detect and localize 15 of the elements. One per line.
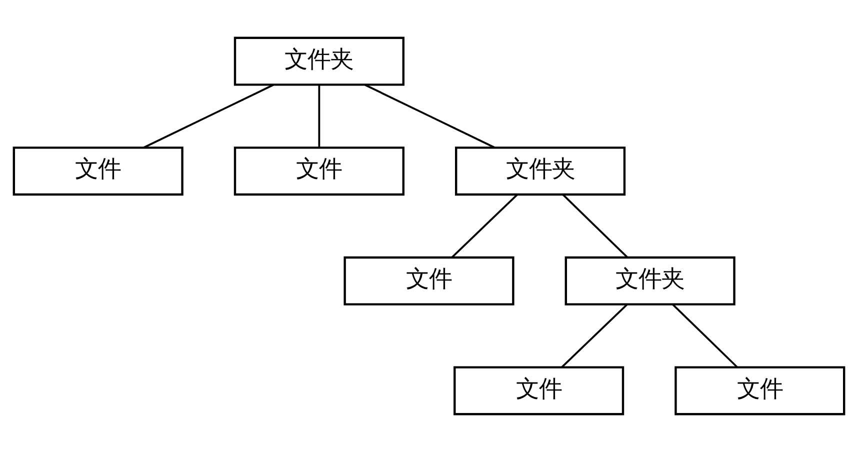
- node-box: 文件: [344, 256, 514, 306]
- node-box: 文件: [674, 366, 846, 416]
- connector: [364, 84, 495, 148]
- connector: [318, 84, 320, 148]
- node-box: 文件: [12, 146, 184, 196]
- connector: [562, 194, 628, 258]
- connector: [561, 304, 628, 368]
- node-box: 文件夹: [564, 256, 736, 306]
- node-box: 文件夹: [454, 146, 626, 196]
- node-box: 文件夹: [234, 36, 404, 86]
- connector: [143, 84, 274, 148]
- connector: [672, 304, 738, 368]
- node-box: 文件: [234, 146, 404, 196]
- node-box: 文件: [454, 366, 624, 416]
- connector: [451, 194, 518, 258]
